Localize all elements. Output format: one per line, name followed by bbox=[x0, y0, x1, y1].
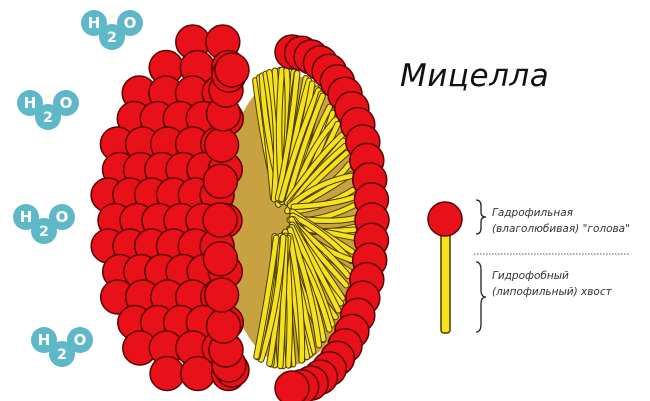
water-2-label: 2 bbox=[107, 30, 117, 46]
head bbox=[203, 203, 237, 237]
water-h-label: H bbox=[24, 94, 37, 112]
tail-label-line2: (липофильный) хвост bbox=[492, 284, 612, 300]
head bbox=[203, 242, 237, 276]
head-brace bbox=[476, 200, 486, 234]
water-o-label: O bbox=[56, 208, 69, 226]
head-label: Гадрофильная (влаголюбивая) "голова" bbox=[492, 205, 630, 237]
water-2-label: 2 bbox=[39, 224, 49, 240]
water-h-label: H bbox=[38, 331, 51, 349]
legend-tail bbox=[441, 225, 450, 333]
water-molecule: H2O bbox=[17, 90, 79, 130]
head bbox=[203, 164, 237, 198]
head bbox=[205, 128, 239, 162]
head bbox=[150, 357, 184, 391]
water-h-label: H bbox=[20, 208, 33, 226]
water-molecule: H2O bbox=[81, 10, 143, 50]
tail-label-line1: Гидрофобный bbox=[492, 268, 612, 284]
water-2-label: 2 bbox=[43, 110, 53, 126]
water-molecule: H2O bbox=[13, 204, 75, 244]
water-h-label: H bbox=[88, 14, 101, 32]
head-label-line2: (влаголюбивая) "голова" bbox=[492, 221, 630, 237]
diagram-title: Мицелла bbox=[400, 58, 549, 94]
micelle bbox=[91, 25, 389, 401]
head bbox=[207, 309, 241, 343]
water-2-label: 2 bbox=[57, 347, 67, 363]
tail-label: Гидрофобный (липофильный) хвост bbox=[492, 268, 612, 300]
water-o-label: O bbox=[124, 14, 137, 32]
head bbox=[275, 371, 309, 401]
legend-head bbox=[428, 202, 462, 236]
head bbox=[181, 357, 215, 391]
water-o-label: O bbox=[74, 331, 87, 349]
head-label-line1: Гадрофильная bbox=[492, 205, 630, 221]
tail-brace bbox=[476, 262, 486, 332]
water-molecule: H2O bbox=[31, 327, 93, 367]
water-o-label: O bbox=[60, 94, 73, 112]
head bbox=[205, 278, 239, 312]
head bbox=[215, 53, 249, 87]
